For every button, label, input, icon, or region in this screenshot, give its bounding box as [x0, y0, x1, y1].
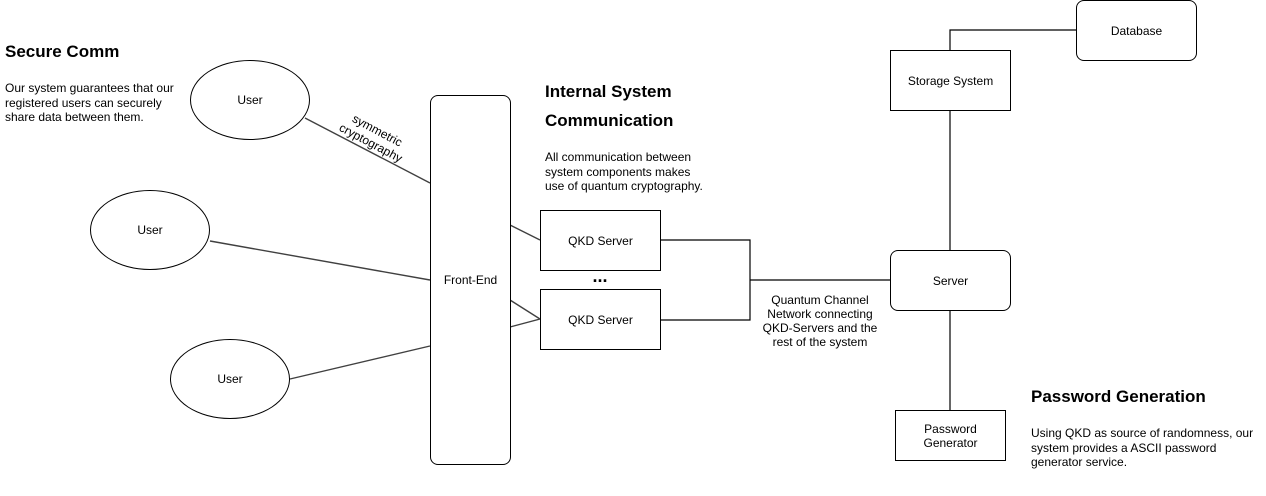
password-generator-label: Password Generator — [923, 421, 978, 450]
edge-user1-frontend — [304, 117, 431, 184]
qkd-server-node-2[interactable]: QKD Server — [540, 289, 661, 350]
qkd-server-node-1[interactable]: QKD Server — [540, 210, 661, 271]
qkd-server-2-label: QKD Server — [568, 312, 633, 327]
database-label: Database — [1110, 23, 1163, 38]
edge-qkd1-network — [660, 239, 751, 321]
server-label: Server — [932, 273, 969, 288]
user-node-2-label: User — [137, 223, 163, 237]
quantum-channel-label: Quantum Channel Network connecting QKD-S… — [762, 293, 878, 349]
internal-comm-title: Internal System Communication — [545, 82, 674, 130]
user-node-3[interactable]: User — [170, 339, 290, 419]
edge-user2-frontend — [209, 240, 431, 281]
user-node-3-label: User — [217, 372, 243, 386]
password-generator-node[interactable]: Password Generator — [895, 410, 1006, 461]
storage-system-node[interactable]: Storage System — [890, 50, 1011, 111]
qkd-ellipsis: ... — [592, 266, 608, 286]
edge-storage-database — [949, 29, 1076, 50]
user-node-1-label: User — [237, 93, 263, 107]
front-end-label: Front-End — [443, 273, 498, 287]
edge-frontend-qkd1 — [509, 224, 541, 241]
internal-comm-text: All communication between system compone… — [545, 150, 703, 193]
server-node[interactable]: Server — [890, 250, 1011, 311]
edge-frontend-qkd2 — [509, 299, 542, 328]
password-generation-title: Password Generation — [1031, 387, 1206, 406]
qkd-server-1-label: QKD Server — [568, 233, 633, 248]
secure-comm-text: Our system guarantees that our registere… — [5, 81, 174, 124]
password-generation-text: Using QKD as source of randomness, our s… — [1031, 426, 1254, 469]
user-node-2[interactable]: User — [90, 190, 210, 270]
user-node-1[interactable]: User — [190, 60, 310, 140]
edge-user3-frontend — [289, 345, 431, 380]
database-node[interactable]: Database — [1076, 0, 1197, 61]
front-end-node[interactable]: Front-End — [430, 95, 511, 465]
secure-comm-title: Secure Comm — [5, 42, 120, 61]
storage-system-label: Storage System — [907, 73, 994, 88]
